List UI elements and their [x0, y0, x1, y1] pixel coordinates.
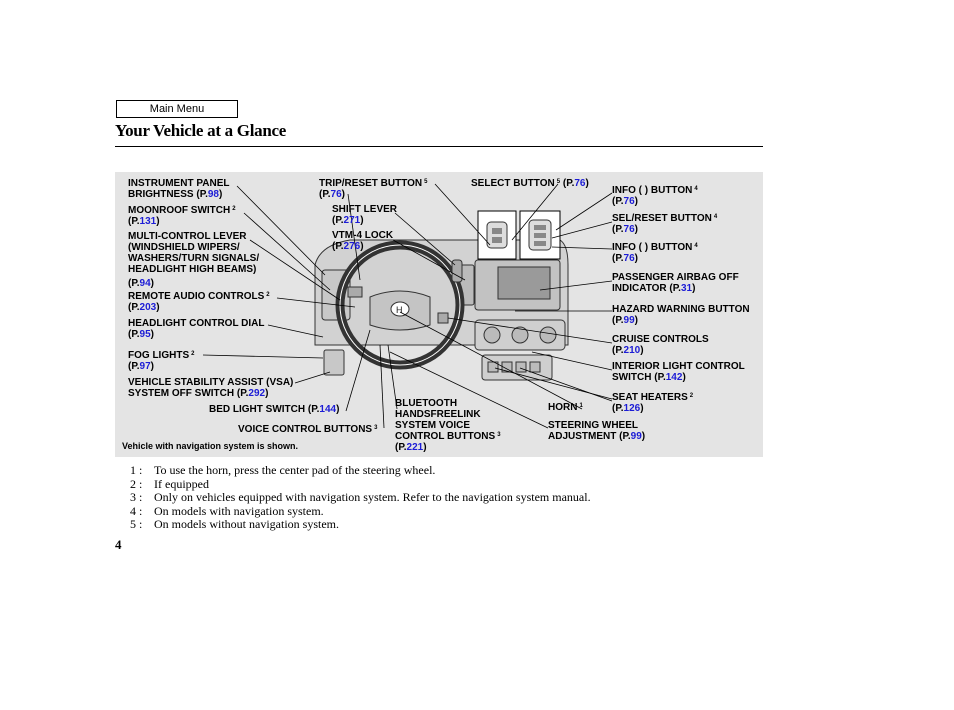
footnotes: 1 :To use the horn, press the center pad… [130, 463, 591, 532]
label-bed-light-switch: BED LIGHT SWITCH (P.144) [209, 404, 340, 415]
footnote: 1 :To use the horn, press the center pad… [130, 463, 436, 477]
page-ref[interactable]: (P.144) [307, 404, 340, 415]
page-ref[interactable]: (P.99) [612, 315, 638, 326]
page-ref[interactable]: (P.76) [562, 178, 589, 189]
page-ref[interactable]: (P.94) [128, 278, 154, 289]
label-hazard-warning-button: HAZARD WARNING BUTTON (P.99) [612, 304, 750, 326]
footnote: 3 :Only on vehicles equipped with naviga… [130, 490, 591, 505]
label-shift-lever: SHIFT LEVER (P.271) [332, 204, 398, 226]
page-ref[interactable]: (P.76) [612, 253, 638, 264]
main-menu-button[interactable]: Main Menu [116, 100, 238, 118]
page-ref[interactable]: (P.98) [196, 189, 223, 200]
page-ref[interactable]: (P.221) [395, 442, 427, 453]
title-divider [115, 146, 763, 147]
footnote: 5 :On models without navigation system. [130, 517, 339, 532]
page-title: Your Vehicle at a Glance [115, 121, 286, 140]
page-ref[interactable]: (P.31) [669, 283, 696, 294]
label-steering-wheel-adjustment: STEERING WHEEL ADJUSTMENT (P.99) [548, 420, 646, 442]
page-ref[interactable]: (P.76) [612, 196, 638, 207]
label-headlight-control-dial: HEADLIGHT CONTROL DIAL (P.95) [128, 318, 265, 340]
page-ref[interactable]: (P.131) [128, 216, 160, 227]
page-ref[interactable]: (P.271) [332, 215, 364, 226]
label-bluetooth-voice-buttons: BLUETOOTH HANDSFREELINK SYSTEM VOICE CON… [395, 398, 501, 453]
trip-select-inset [477, 210, 517, 260]
label-interior-light-switch: INTERIOR LIGHT CONTROL SWITCH (P.142) [612, 361, 745, 383]
page-ref[interactable]: (P.142) [654, 372, 686, 383]
page-ref[interactable]: (P.126) [612, 403, 644, 414]
page-ref[interactable]: (P.97) [128, 361, 154, 372]
footnote: 4 :On models with navigation system. [130, 503, 324, 518]
page-ref[interactable]: (P.76) [319, 189, 345, 200]
label-vtm4-lock: VTM-4 LOCK (P.276) [332, 230, 394, 252]
info-sel-inset [519, 210, 561, 260]
page-ref[interactable]: (P.76) [612, 224, 638, 235]
label-multi-control-lever: MULTI-CONTROL LEVER (WINDSHIELD WIPERS/ … [128, 231, 260, 289]
page-ref[interactable]: (P.95) [128, 329, 154, 340]
page-ref[interactable]: (P.99) [619, 431, 646, 442]
label-vsa-off-switch: VEHICLE STABILITY ASSIST (VSA) SYSTEM OF… [128, 377, 294, 399]
label-instrument-panel-brightness: INSTRUMENT PANEL BRIGHTNESS (P.98) [128, 178, 230, 200]
svg-text:H: H [396, 305, 403, 315]
page-number: 4 [115, 537, 122, 552]
page-ref[interactable]: (P.276) [332, 241, 364, 252]
label-passenger-airbag-off: PASSENGER AIRBAG OFF INDICATOR (P.31) [612, 272, 739, 294]
page-ref[interactable]: (P.292) [236, 388, 269, 399]
page-ref[interactable]: (P.203) [128, 302, 160, 313]
footnote: 2 :If equipped [130, 476, 209, 491]
figure-caption: Vehicle with navigation system is shown. [122, 441, 299, 451]
label-cruise-controls: CRUISE CONTROLS (P.210) [612, 334, 709, 356]
page-ref[interactable]: (P.210) [612, 345, 644, 356]
